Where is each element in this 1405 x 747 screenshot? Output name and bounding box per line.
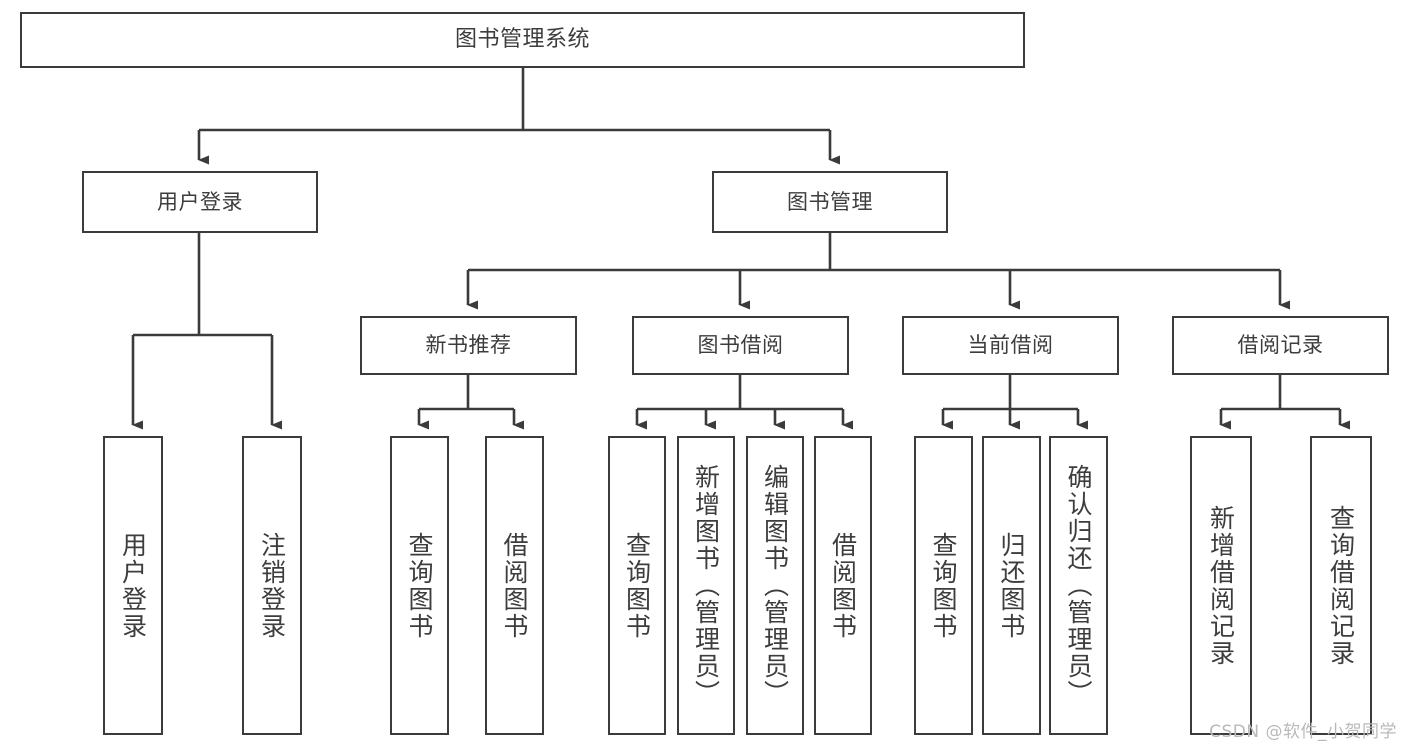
node-label: 图书借阅	[697, 333, 784, 358]
node-label: 查询图书	[929, 531, 958, 640]
node-root-book-management-system[interactable]: 图书管理系统	[20, 12, 1025, 68]
leaf-book-borrow-add-admin[interactable]: 新增图书（管理员）	[677, 436, 735, 735]
node-borrow-record[interactable]: 借阅记录	[1172, 316, 1389, 375]
node-label: 归还图书	[997, 531, 1026, 640]
leaf-current-borrow-confirm-return-admin[interactable]: 确认归还（管理员）	[1049, 436, 1108, 735]
leaf-new-book-borrow[interactable]: 借阅图书	[485, 436, 544, 735]
node-label: 图书管理	[787, 189, 873, 214]
node-label: 查询借阅记录	[1326, 504, 1356, 667]
node-label: 注销登录	[257, 531, 287, 640]
node-label: 借阅记录	[1237, 333, 1324, 358]
leaf-current-borrow-query[interactable]: 查询图书	[914, 436, 973, 735]
leaf-current-borrow-return[interactable]: 归还图书	[982, 436, 1041, 735]
node-book-borrow[interactable]: 图书借阅	[632, 316, 849, 375]
node-user-login[interactable]: 用户登录	[82, 171, 318, 233]
watermark: CSDN @软件_小贺同学	[1209, 722, 1397, 742]
node-label: 图书管理系统	[454, 27, 590, 53]
leaf-new-book-query[interactable]: 查询图书	[390, 436, 449, 735]
node-label: 查询图书	[622, 531, 652, 640]
node-book-management[interactable]: 图书管理	[712, 171, 948, 233]
node-label: 用户登录	[157, 189, 243, 214]
node-current-borrow[interactable]: 当前借阅	[902, 316, 1119, 375]
node-label: 借阅图书	[500, 531, 529, 640]
node-label: 用户登录	[118, 531, 148, 640]
leaf-user-login-signin[interactable]: 用户登录	[103, 436, 163, 735]
leaf-borrow-record-add[interactable]: 新增借阅记录	[1190, 436, 1252, 735]
node-label: 借阅图书	[828, 531, 858, 640]
node-new-book-recommend[interactable]: 新书推荐	[360, 316, 577, 375]
node-label: 查询图书	[405, 531, 434, 640]
node-label: 当前借阅	[967, 333, 1054, 358]
node-label: 新增借阅记录	[1206, 504, 1236, 667]
leaf-book-borrow-query[interactable]: 查询图书	[608, 436, 666, 735]
leaf-book-borrow-edit-admin[interactable]: 编辑图书（管理员）	[746, 436, 804, 735]
leaf-user-login-logout[interactable]: 注销登录	[242, 436, 302, 735]
node-label: 确认归还（管理员）	[1064, 464, 1093, 707]
node-label: 新增图书（管理员）	[691, 464, 721, 707]
leaf-book-borrow-borrow[interactable]: 借阅图书	[814, 436, 872, 735]
leaf-borrow-record-query[interactable]: 查询借阅记录	[1310, 436, 1372, 735]
node-label: 新书推荐	[425, 333, 512, 358]
node-label: 编辑图书（管理员）	[760, 464, 790, 707]
